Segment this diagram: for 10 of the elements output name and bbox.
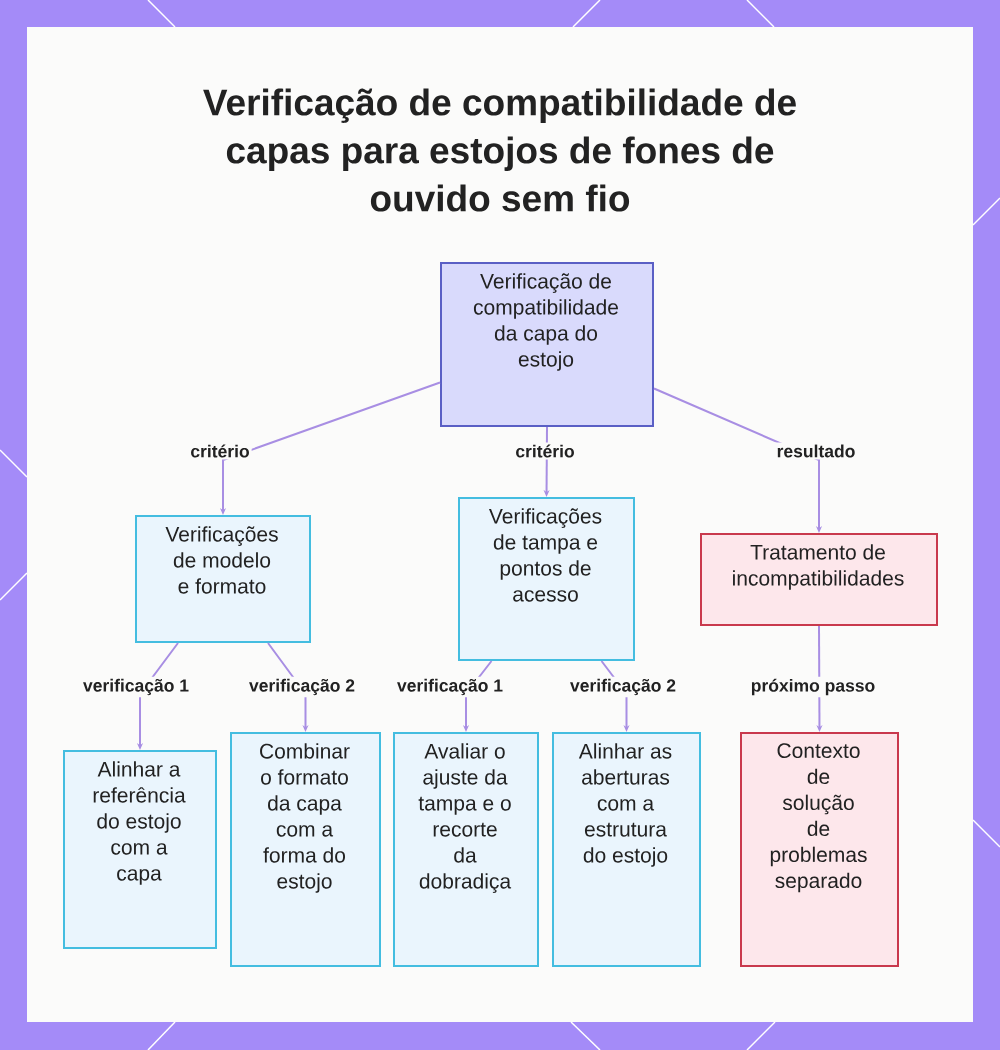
process-box: Alinhar as aberturas com a estrutura do estojo	[552, 732, 701, 967]
process-box: Combinar o formato da capa com a forma do estojo	[230, 732, 381, 967]
process-box: Avaliar o ajuste da tampa e o recorte da dobradiça	[393, 732, 539, 967]
process-box: Alinhar a referência do estojo com a capa	[63, 750, 217, 949]
topic-box: Verificação de compatibilidade da capa do estojo	[440, 262, 654, 427]
outcome-box: Contexto de solução de problemas separado	[740, 732, 899, 967]
outcome-box: Tratamento de incompatibilidades	[700, 533, 938, 626]
title: Verificação de compatibilidade de capas para estojos de fones de ouvido sem fio	[203, 88, 796, 212]
process-box: Verificações de modelo e formato	[135, 515, 311, 643]
process-box: Verificações de tampa e pontos de acesso	[458, 497, 635, 661]
